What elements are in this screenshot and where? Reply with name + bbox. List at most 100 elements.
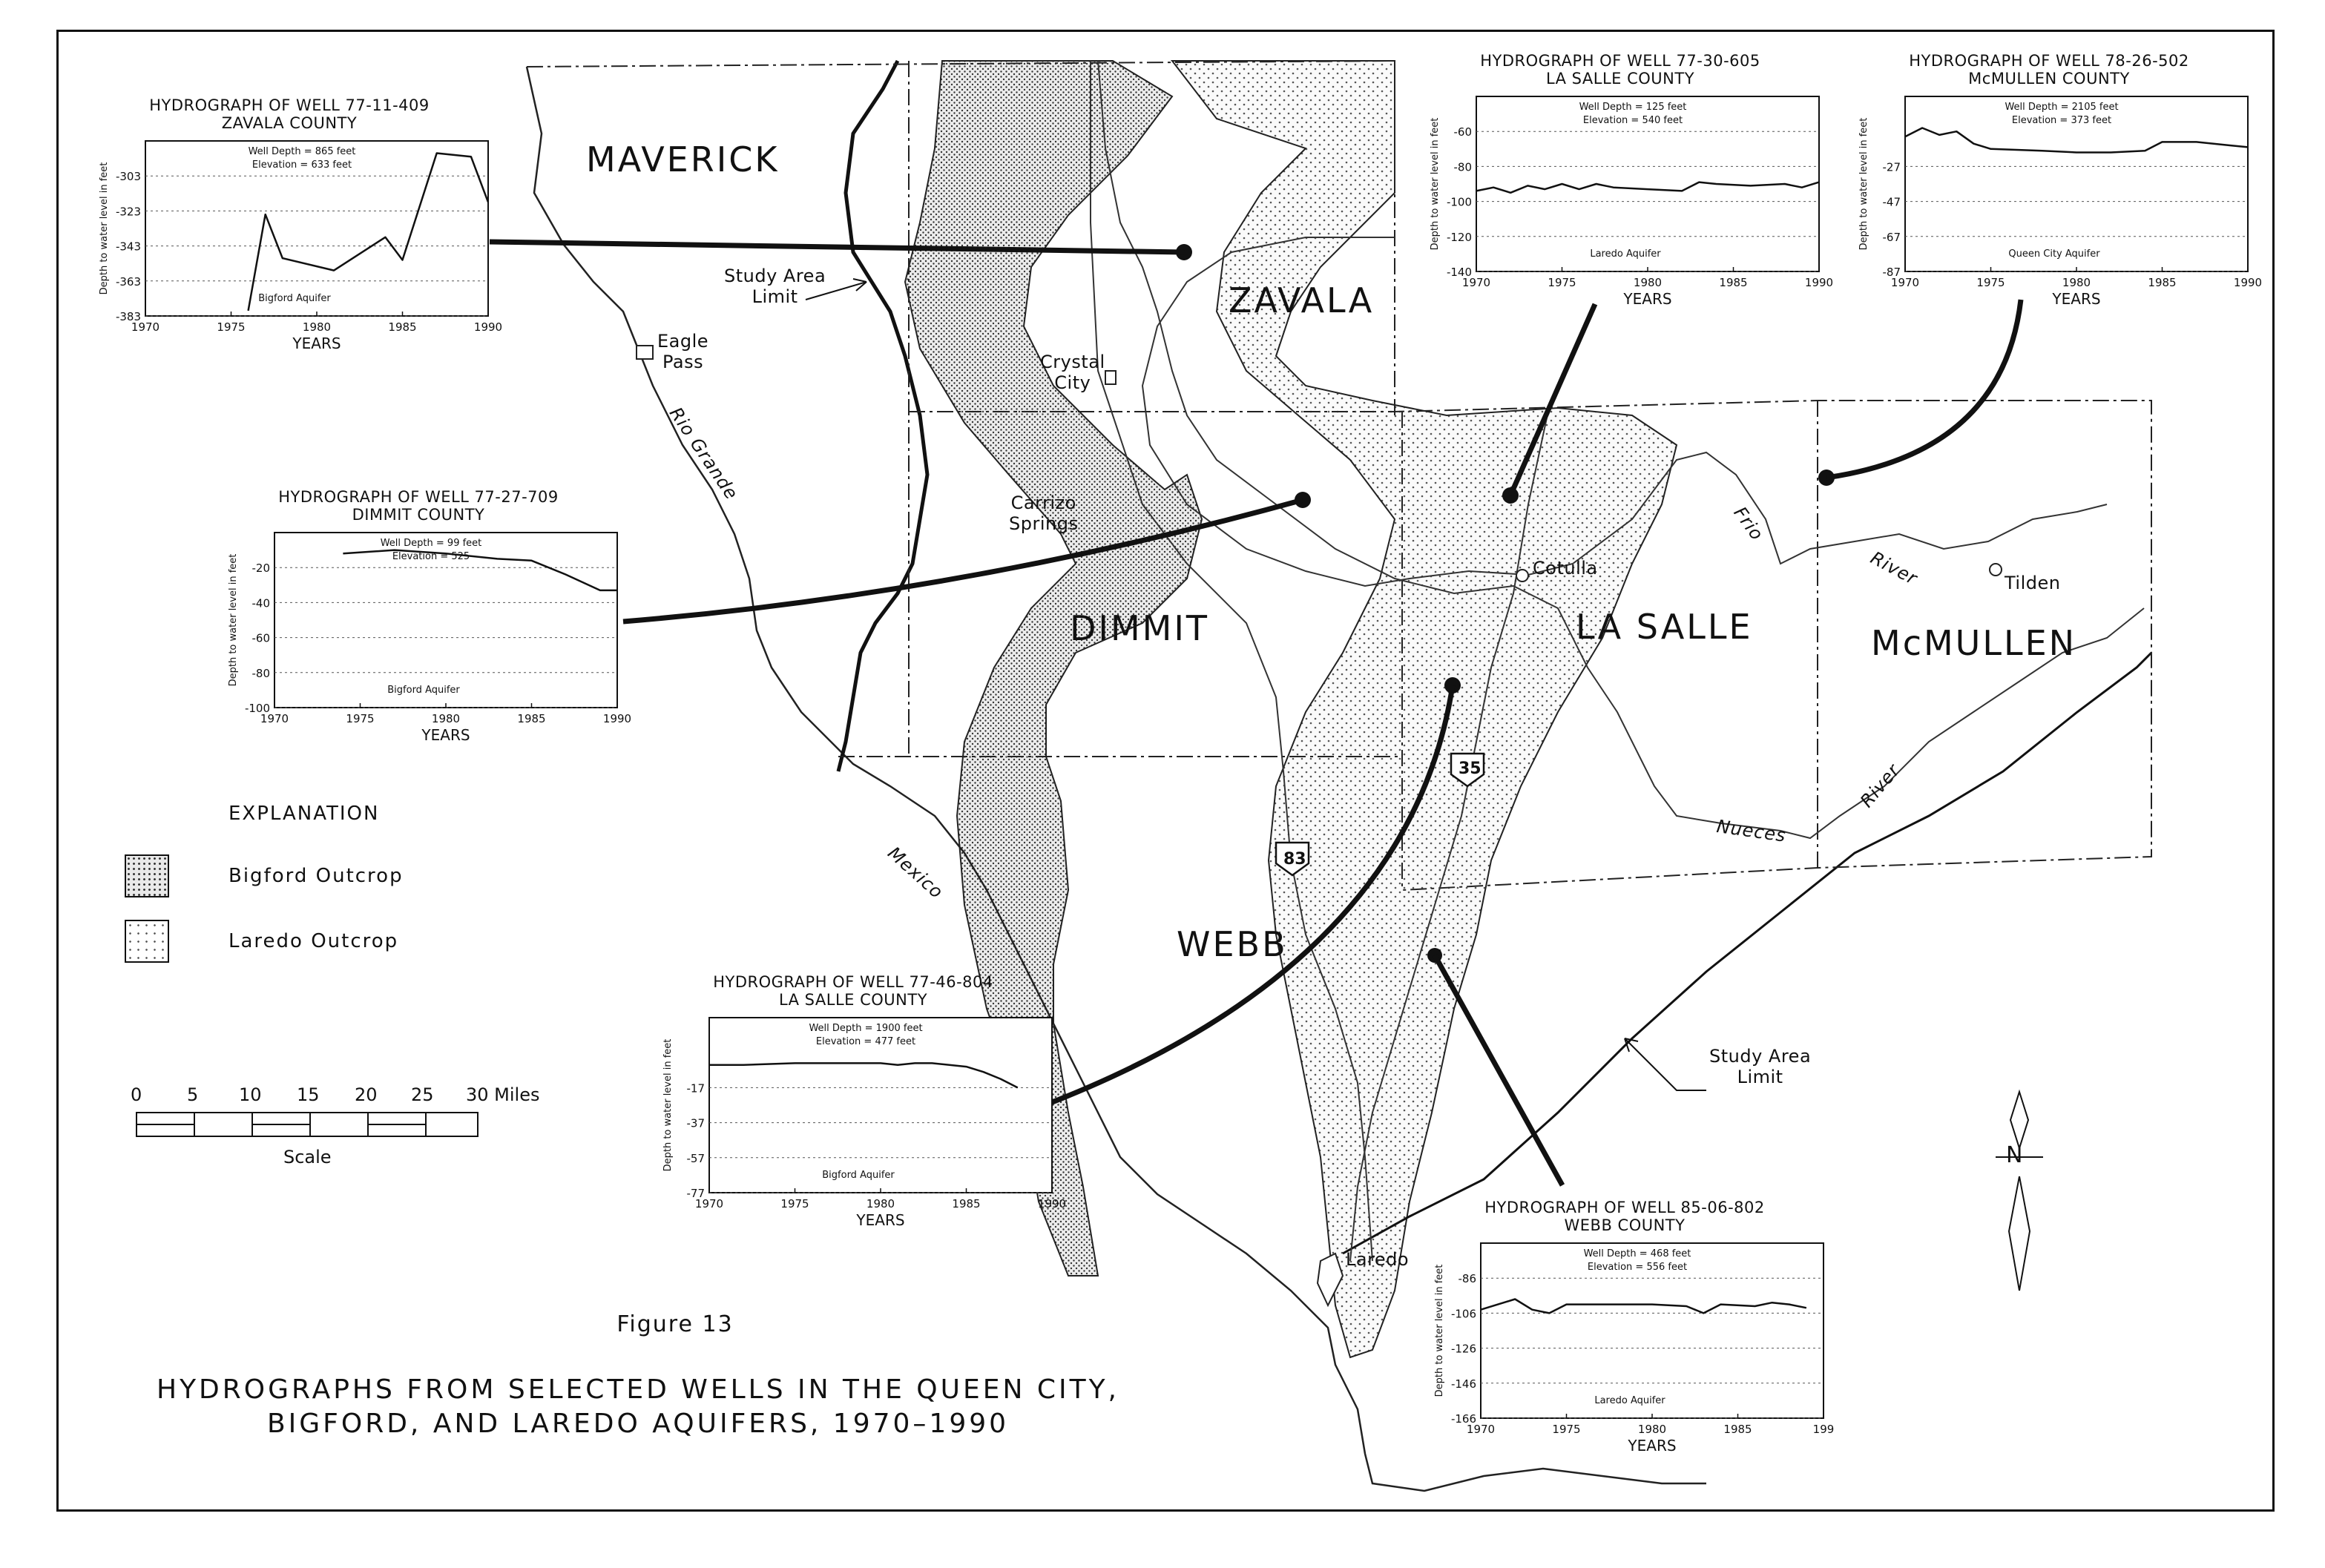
legend-swatch-laredo [125,920,169,963]
x-tick-label: 1990 [603,712,631,725]
x-axis-label: YEARS [2051,290,2100,308]
highway-83 [1090,61,1373,1262]
water-level-series-line [1904,127,2249,154]
x-tick-label: 1970 [260,712,289,725]
y-tick-label: -60 [252,632,271,645]
y-tick-label: -303 [116,170,141,183]
elevation-label: Elevation = 556 feet [1588,1262,1687,1273]
study-area-limit-west [836,59,930,772]
cotulla-marker-icon [1516,569,1529,582]
water-level-series-line [1480,1298,1807,1314]
scale-tick-5: 5 [187,1084,199,1105]
x-tick-label: 1970 [1891,276,1919,289]
y-tick-label: -87 [1883,266,1901,279]
county-label-zavala: ZAVALA [1229,280,1375,320]
place-label-crystal-city: Crystal City [1040,352,1105,393]
elevation-label: Elevation = 373 feet [2012,115,2111,126]
well-depth-label: Well Depth = 468 feet [1584,1248,1691,1259]
figure-title-line2: BIGFORD, AND LAREDO AQUIFERS, 1970–1990 [266,1409,1010,1439]
x-tick-label: 1970 [1462,276,1490,289]
y-tick-label: -86 [1459,1272,1477,1285]
place-label-eagle-pass: Eagle Pass [657,331,709,372]
y-tick-label: -40 [252,596,271,610]
y-axis-label: Depth to water level in feet [1434,1265,1445,1397]
y-tick-label: -363 [116,275,141,289]
crystal-city-marker-icon [1105,370,1117,385]
y-tick-label: -60 [1454,125,1473,139]
scale-tick-10: 10 [239,1084,262,1105]
y-axis-label: Depth to water level in feet [662,1039,674,1172]
water-level-series-line [1476,181,1820,194]
y-tick-label: -343 [116,240,141,254]
water-level-series-line [343,549,617,592]
x-axis-label: YEARS [1622,290,1671,308]
hydrograph-subtitle: McMULLEN COUNTY [1968,70,2130,88]
figure-number: Figure 13 [616,1311,734,1337]
aquifer-label: Bigford Aquifer [387,685,460,696]
x-tick-label: 1980 [432,712,460,725]
water-level-series-line [709,1062,1019,1089]
y-tick-label: -126 [1451,1343,1476,1356]
x-tick-label: 1975 [1976,276,2005,289]
x-tick-label: 1970 [695,1197,723,1210]
highway-shield-35-icon [1450,752,1485,788]
place-label-laredo: Laredo [1346,1249,1410,1270]
well-depth-label: Well Depth = 1900 feet [809,1023,922,1034]
y-tick-label: -17 [687,1081,706,1095]
county-label-la-salle: LA SALLE [1576,607,1753,647]
scale-tick-20: 20 [355,1084,378,1105]
highway-shield-83-icon [1275,841,1310,877]
plot-frame [1476,96,1820,272]
study-area-arrows [805,278,1706,1091]
x-tick-label: 1980 [303,320,331,334]
north-arrow-icon [1996,1089,2043,1291]
x-tick-label: 1985 [2148,276,2176,289]
y-tick-label: -383 [116,310,141,323]
county-label-dimmit: DIMMIT [1070,608,1210,648]
scale-tick-30-miles: 30 Miles [466,1084,540,1105]
x-tick-label: 1985 [517,712,545,725]
legend-label-laredo: Laredo Outcrop [228,930,399,952]
study-area-label-north: Study Area Limit [724,266,826,307]
y-tick-label: -47 [1883,196,1901,209]
y-tick-label: -106 [1451,1307,1476,1320]
y-tick-label: -120 [1447,231,1472,244]
y-tick-label: -77 [687,1187,706,1200]
hydrograph-subtitle: ZAVALA COUNTY [221,114,358,132]
hydrograph-subtitle: LA SALLE COUNTY [1545,70,1695,88]
county-label-mcmullen: McMULLEN [1871,623,2077,663]
scale-label: Scale [283,1147,332,1167]
x-axis-label: YEARS [292,335,341,352]
scale-bar [136,1112,479,1137]
y-axis-label: Depth to water level in feet [1858,118,1869,251]
water-level-series-line [247,152,490,312]
x-tick-label: 1985 [1719,276,1747,289]
x-tick-label: 1990 [474,320,502,334]
x-tick-label: 1980 [1634,276,1662,289]
x-tick-label: 1975 [346,712,374,725]
tilden-marker-icon [1989,563,2002,576]
y-tick-label: -100 [1447,196,1472,209]
x-axis-label: YEARS [421,726,470,744]
scale-tick-25: 25 [411,1084,434,1105]
elevation-label: Elevation = 540 feet [1583,115,1683,126]
bigford-outcrop [904,60,1203,1277]
well-depth-label: Well Depth = 99 feet [381,538,482,549]
x-tick-label: 1980 [866,1197,895,1210]
rio-grande-river [525,66,1706,1492]
y-tick-label: -100 [245,702,270,715]
plot-frame [708,1017,1053,1193]
y-axis-label: Depth to water level in feet [228,554,239,687]
eagle-pass-marker-icon [636,345,654,360]
x-axis-label: YEARS [1627,1437,1676,1455]
x-tick-label: 1990 [1038,1197,1066,1210]
x-tick-label: 1985 [388,320,416,334]
hydrograph-subtitle: WEBB COUNTY [1564,1216,1686,1234]
county-label-maverick: MAVERICK [586,139,780,179]
